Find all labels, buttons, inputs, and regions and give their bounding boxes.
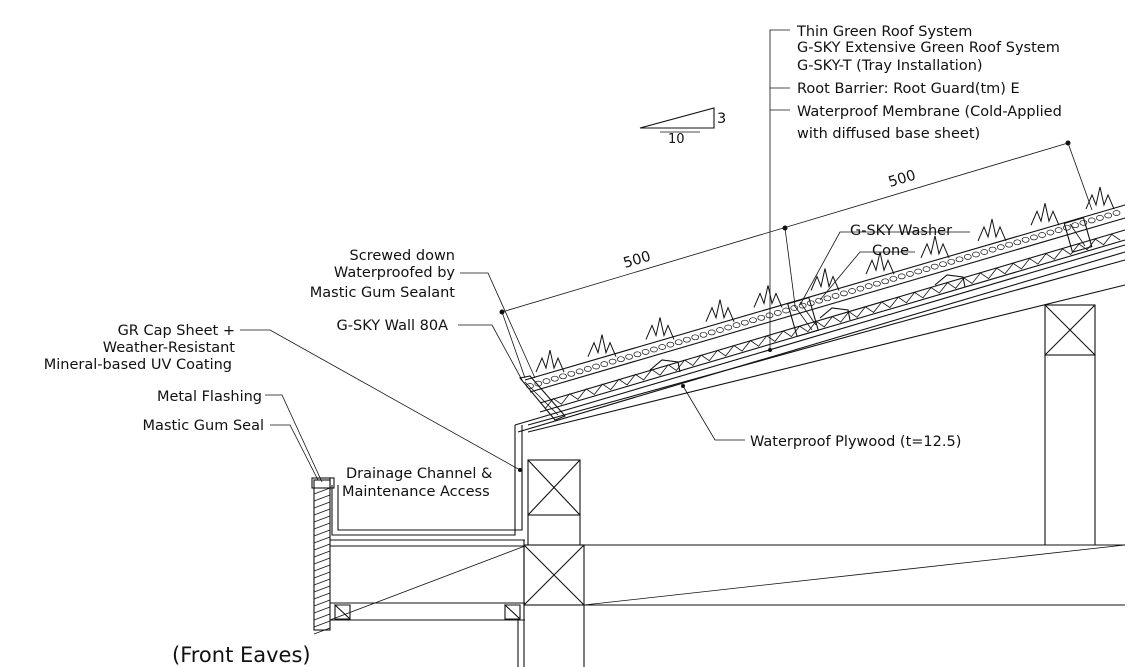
label-system-3: G-SKY-T (Tray Installation) bbox=[797, 58, 983, 74]
gsky-washer-cone bbox=[787, 217, 1093, 338]
dim-right-text: 500 bbox=[887, 168, 918, 191]
label-system-2: G-SKY Extensive Green Roof System bbox=[797, 40, 1060, 56]
ceiling-lines bbox=[583, 544, 1126, 606]
eave-structure bbox=[329, 425, 526, 667]
dim-left-text: 500 bbox=[622, 249, 653, 272]
label-screwed-1: Screwed down bbox=[350, 248, 455, 264]
label-cone: Cone bbox=[872, 243, 909, 259]
label-drainage-2: Maintenance Access bbox=[342, 484, 490, 500]
drawing-title: (Front Eaves) bbox=[172, 643, 311, 667]
label-washer: G-SKY Washer bbox=[850, 223, 952, 239]
label-cap-1: GR Cap Sheet + bbox=[118, 323, 235, 339]
label-membrane-1: Waterproof Membrane (Cold-Applied bbox=[797, 104, 1062, 120]
label-mastic-seal: Mastic Gum Seal bbox=[143, 418, 264, 434]
sedum-plants bbox=[535, 186, 1115, 373]
dimension-lines bbox=[499, 140, 1093, 379]
label-root-barrier: Root Barrier: Root Guard(tm) E bbox=[797, 81, 1020, 97]
wall-posts bbox=[523, 304, 1096, 667]
label-flashing: Metal Flashing bbox=[157, 389, 262, 405]
gsky-wall-80a bbox=[518, 375, 566, 421]
slope-rise-text: 3 bbox=[717, 111, 726, 127]
label-system-1: Thin Green Roof System bbox=[796, 24, 972, 40]
gravel-layer bbox=[526, 210, 1121, 410]
roof-structure bbox=[514, 204, 1126, 433]
label-cap-3: Mineral-based UV Coating bbox=[44, 357, 232, 373]
slope-indicator bbox=[639, 107, 715, 133]
label-plywood: Waterproof Plywood (t=12.5) bbox=[750, 434, 961, 450]
fascia-board bbox=[311, 477, 335, 635]
label-membrane-2: with diffused base sheet) bbox=[797, 126, 980, 142]
label-screwed-2: Waterproofed by bbox=[334, 265, 455, 281]
label-cap-2: Weather-Resistant bbox=[103, 340, 236, 356]
label-drainage-1: Drainage Channel & bbox=[346, 466, 492, 482]
label-wall: G-SKY Wall 80A bbox=[337, 318, 449, 334]
slope-run-text: 10 bbox=[668, 132, 685, 147]
leader-lines bbox=[240, 29, 970, 483]
label-screwed-3: Mastic Gum Sealant bbox=[310, 285, 456, 301]
